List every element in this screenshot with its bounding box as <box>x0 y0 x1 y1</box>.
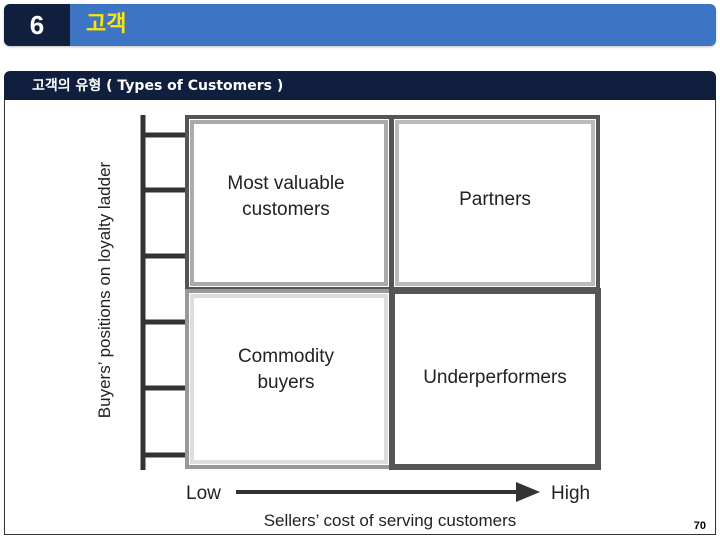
top-header-bar: 6 고객 <box>4 4 716 46</box>
section-header: 고객의 유형 ( Types of Customers ) <box>4 71 716 101</box>
slide-number: 6 <box>4 4 70 46</box>
x-axis-arrowhead <box>516 482 540 502</box>
x-axis-high-label: High <box>551 483 590 504</box>
x-axis-label: Sellers’ cost of serving customers <box>264 511 517 530</box>
quadrant-bottom-left-line2: buyers <box>257 372 314 393</box>
slide-title: 고객 <box>86 12 127 37</box>
x-axis-low-label: Low <box>186 483 221 504</box>
y-axis-label: Buyers’ positions on loyalty ladder <box>95 161 114 418</box>
quadrant-top-right-box <box>390 115 600 291</box>
quadrant-top-left-line1: Most valuable <box>227 173 344 194</box>
quadrant-bottom-right-label: Underperformers <box>423 367 567 388</box>
page-number: 70 <box>693 520 706 532</box>
quadrant-top-left-line2: customers <box>242 199 330 220</box>
section-title: 고객의 유형 ( Types of Customers ) <box>32 78 284 94</box>
quadrant-top-right-label: Partners <box>459 189 531 210</box>
quadrant-bottom-right-box <box>389 288 601 470</box>
quadrant-bottom-left-line1: Commodity <box>238 346 335 367</box>
quadrant-bottom-left-box <box>185 289 393 469</box>
ladder-rungs <box>141 132 186 458</box>
